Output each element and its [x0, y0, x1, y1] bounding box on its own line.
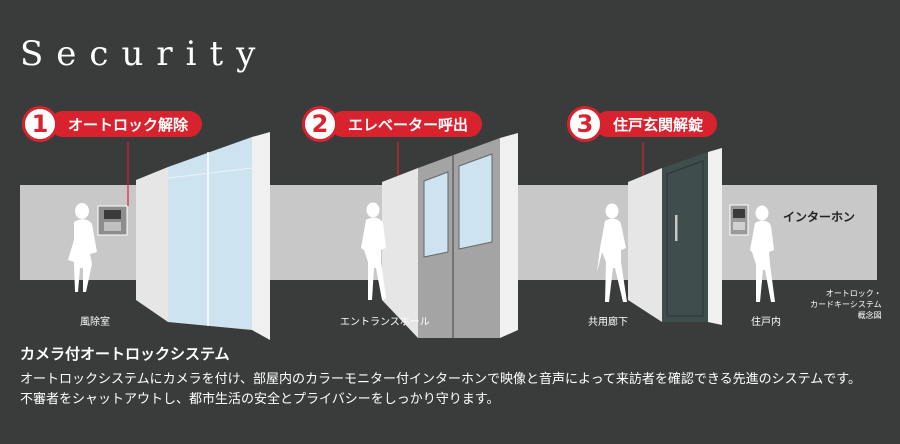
side-wall-3 — [628, 168, 662, 322]
place-label-corridor: 共用廊下 — [588, 317, 628, 328]
door-frame-2 — [500, 133, 518, 338]
description-line: オートロックシステムにカメラを付け、部屋内のカラーモニター付インターホンで映像と… — [20, 372, 861, 387]
person-silhouette-3 — [597, 203, 627, 302]
section-description: オートロックシステムにカメラを付け、部屋内のカラーモニター付インターホンで映像と… — [20, 370, 885, 410]
door-frame-1 — [252, 132, 270, 340]
step-3-number: 3 — [567, 106, 603, 142]
diagram-note: オートロック・ カードキーシステム 概念図 — [810, 288, 882, 321]
intercom-label: インターホン — [783, 210, 856, 224]
place-label-windbreak: 風除室 — [80, 317, 110, 328]
step-2-badge: 2 エレベーター呼出 — [302, 106, 483, 142]
side-wall-2 — [382, 168, 418, 338]
person-silhouette-4 — [750, 205, 775, 302]
description-line: 不審者をシャットアウトし、都市生活の安全とプライバシーをしっかり守ります。 — [20, 392, 500, 407]
side-wall-1 — [136, 167, 168, 322]
indoor-intercom-monitor — [729, 204, 749, 236]
place-label-dwelling: 住戸内 — [751, 317, 781, 328]
glass-door — [168, 137, 252, 330]
step-1-badge: 1 オートロック解除 — [22, 106, 203, 142]
note-line: 概念図 — [857, 311, 882, 320]
person-silhouette-2 — [361, 202, 386, 300]
note-line: カードキーシステム — [810, 300, 882, 309]
place-label-entrance-hall: エントランスホール — [340, 317, 430, 328]
step-2-number: 2 — [302, 106, 338, 142]
step-2-label: エレベーター呼出 — [330, 111, 483, 137]
person-silhouette-1 — [68, 203, 97, 292]
note-line: オートロック・ — [825, 289, 882, 298]
door-frame-3 — [708, 148, 722, 325]
dwelling-door — [662, 152, 708, 322]
step-1-number: 1 — [22, 106, 58, 142]
intercom-panel-1 — [97, 205, 128, 236]
section-subheading: カメラ付オートロックシステム — [20, 345, 230, 363]
step-1-label: オートロック解除 — [50, 111, 203, 137]
step-3-badge: 3 住戸玄関解錠 — [567, 106, 718, 142]
step-3-label: 住戸玄関解錠 — [595, 111, 718, 137]
page-title: Security — [20, 34, 269, 74]
